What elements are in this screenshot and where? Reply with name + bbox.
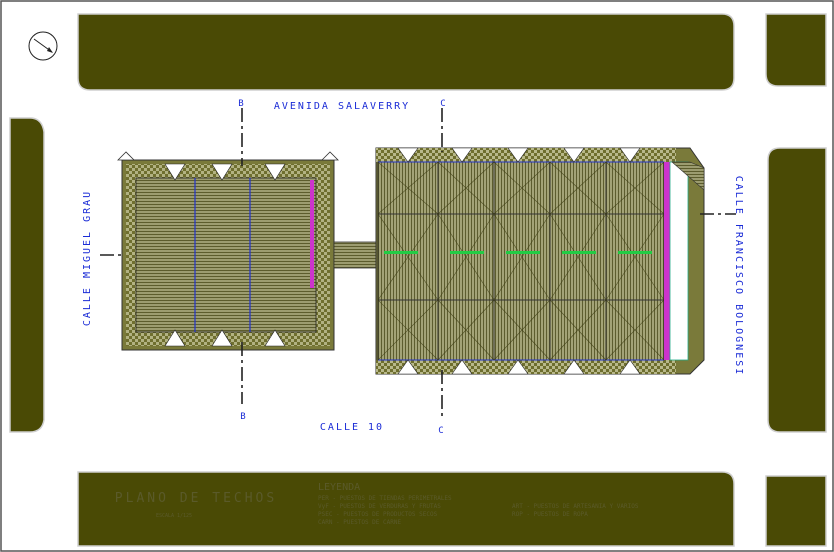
legend-list-col1: PER - PUESTOS DE TIENDAS PERIMETRALES Vy… — [318, 495, 452, 526]
west-roof-block — [117, 151, 339, 351]
section-marker-c-bottom: C — [438, 426, 445, 436]
block-top-left-corner — [10, 10, 60, 22]
section-marker-b-top: B — [238, 99, 245, 109]
east-roof-block — [375, 147, 705, 375]
section-lines — [100, 108, 736, 420]
block-top-right — [765, 13, 827, 87]
block-top-center — [77, 13, 735, 91]
block-left — [9, 117, 45, 433]
legend-item: VyF - PUESTOS DE VERDURAS Y FRUTAS — [318, 503, 441, 510]
legend-item: ROP - PUESTOS DE ROPA — [512, 511, 588, 518]
north-arrow-icon — [28, 31, 58, 61]
section-marker-c-top: C — [440, 99, 447, 109]
street-label-north: AVENIDA SALAVERRY — [274, 101, 410, 112]
drawing-title: PLANO DE TECHOS — [115, 491, 277, 506]
block-bottom-center — [77, 471, 735, 547]
block-bottom-right — [765, 475, 827, 547]
legend-item: PSEC - PUESTOS DE PRODUCTOS SECOS — [318, 511, 438, 518]
legend-list-col2: ART - PUESTOS DE ARTESANIA Y VARIOS ROP … — [512, 503, 639, 518]
legend-item: ART - PUESTOS DE ARTESANIA Y VARIOS — [512, 503, 639, 510]
street-label-east: CALLE FRANCISCO BOLOGNESI — [733, 176, 744, 377]
drawing-scale: ESCALA 1/125 — [156, 513, 192, 519]
city-blocks — [9, 10, 827, 547]
street-label-west: CALLE MIGUEL GRAU — [82, 190, 93, 326]
street-label-south: CALLE 10 — [320, 422, 384, 433]
legend-heading: LEYENDA — [318, 482, 360, 493]
connector-walkway — [333, 241, 377, 269]
block-right — [767, 147, 827, 433]
legend-item: PER - PUESTOS DE TIENDAS PERIMETRALES — [318, 495, 452, 502]
legend-item: CARN - PUESTOS DE CARNE — [318, 519, 401, 526]
section-marker-b-bottom: B — [240, 412, 247, 422]
